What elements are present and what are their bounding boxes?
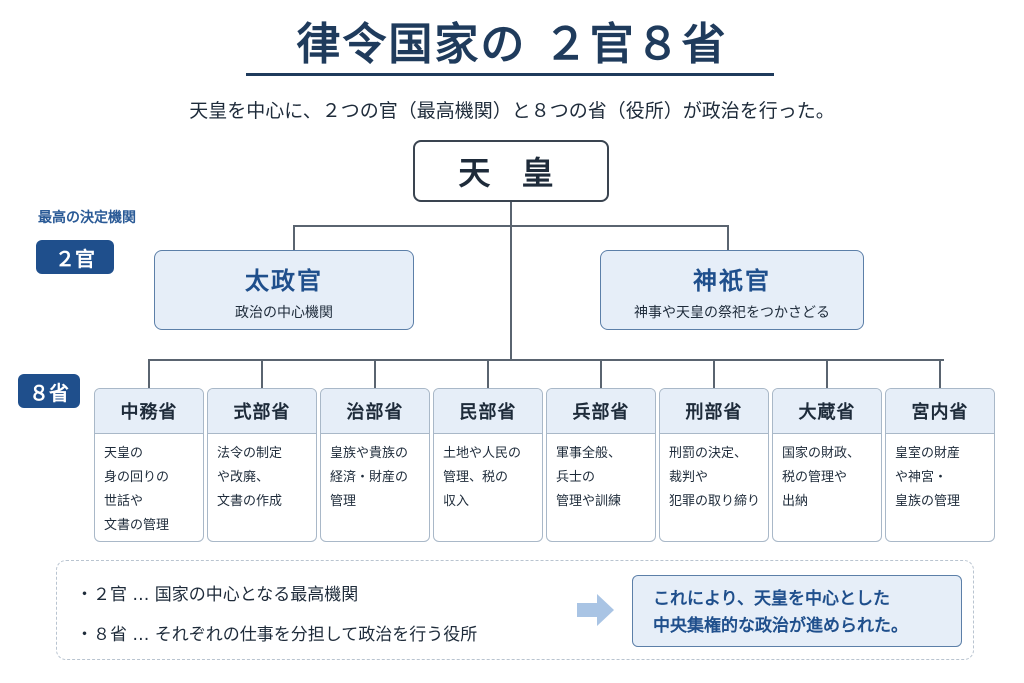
kan-desc: 政治の中心機関 (235, 305, 333, 321)
sho-name: 大蔵省 (773, 389, 881, 434)
connector-sho-horizontal (148, 359, 944, 361)
kan-name: 太政官 (245, 267, 323, 295)
sho-box-jibu: 治部省 皇族や貴族の 経済・財産の 管理 (320, 388, 430, 542)
connector-sho-drop (600, 359, 602, 388)
sho-box-minbu: 民部省 土地や人民の 管理、税の 収入 (433, 388, 543, 542)
sho-box-hyobu: 兵部省 軍事全般、 兵士の 管理や訓練 (546, 388, 656, 542)
connector-sho-drop (826, 359, 828, 388)
two-kan-badge: ２官 (36, 240, 114, 274)
two-kan-side-note: 最高の決定機関 (38, 210, 136, 226)
connector-kan-right (727, 225, 729, 250)
conclusion-box: これにより、天皇を中心とした 中央集権的な政治が進められた。 (632, 575, 962, 647)
sho-desc: 軍事全般、 兵士の 管理や訓練 (556, 446, 622, 509)
sho-name: 治部省 (321, 389, 429, 434)
title-underline (246, 73, 774, 76)
summary-panel (56, 560, 974, 660)
sho-desc: 天皇の 身の回りの 世話や 文書の管理 (104, 446, 170, 533)
sho-box-nakatsukasa: 中務省 天皇の 身の回りの 世話や 文書の管理 (94, 388, 204, 542)
connector-kan-horizontal (293, 225, 729, 227)
sho-name: 式部省 (208, 389, 316, 434)
sho-name: 民部省 (434, 389, 542, 434)
sho-box-gyobu: 刑部省 刑罰の決定、 裁判や 犯罪の取り締り (659, 388, 769, 542)
sho-desc: 国家の財政、 税の管理や 出納 (782, 446, 861, 509)
right-arrow-icon (577, 593, 615, 631)
summary-line-eight-sho: ・８省 … それぞれの仕事を分担して政治を行う役所 (76, 625, 478, 645)
kan-box-dajokan: 太政官 政治の中心機関 (154, 250, 414, 330)
emperor-box: 天 皇 (413, 140, 609, 202)
eight-sho-badge: ８省 (18, 374, 80, 408)
sho-desc: 皇室の財産 や神宮・ 皇族の管理 (895, 446, 961, 509)
sho-box-shikibu: 式部省 法令の制定 や改廃、 文書の作成 (207, 388, 317, 542)
subtitle: 天皇を中心に、２つの官（最高機関）と８つの省（役所）が政治を行った。 (189, 100, 835, 122)
page-title: 律令国家の ２官８省 (296, 19, 728, 70)
kan-desc: 神事や天皇の祭祀をつかさどる (634, 305, 830, 321)
connector-sho-drop (939, 359, 941, 388)
sho-box-kunai: 宮内省 皇室の財産 や神宮・ 皇族の管理 (885, 388, 995, 542)
conclusion-line: 中央集権的な政治が進められた。 (653, 616, 908, 636)
connector-sho-drop (148, 359, 150, 388)
sho-box-okura: 大蔵省 国家の財政、 税の管理や 出納 (772, 388, 882, 542)
connector-sho-drop (261, 359, 263, 388)
connector-sho-drop (374, 359, 376, 388)
sho-desc: 法令の制定 や改廃、 文書の作成 (217, 446, 283, 509)
connector-sho-drop (713, 359, 715, 388)
sho-desc: 皇族や貴族の 経済・財産の 管理 (330, 446, 409, 509)
connector-emperor-down (510, 202, 512, 226)
sho-desc: 土地や人民の 管理、税の 収入 (443, 446, 522, 509)
connector-kan-left (293, 225, 295, 250)
sho-name: 中務省 (95, 389, 203, 434)
kan-name: 神祇官 (693, 267, 771, 295)
summary-line-two-kan: ・２官 … 国家の中心となる最高機関 (76, 585, 359, 605)
sho-desc: 刑罰の決定、 裁判や 犯罪の取り締り (669, 446, 761, 509)
conclusion-line: これにより、天皇を中心とした (653, 589, 890, 609)
sho-name: 刑部省 (660, 389, 768, 434)
connector-sho-down (510, 227, 512, 360)
sho-name: 兵部省 (547, 389, 655, 434)
sho-name: 宮内省 (886, 389, 994, 434)
connector-sho-drop (487, 359, 489, 388)
kan-box-jingikan: 神祇官 神事や天皇の祭祀をつかさどる (600, 250, 864, 330)
